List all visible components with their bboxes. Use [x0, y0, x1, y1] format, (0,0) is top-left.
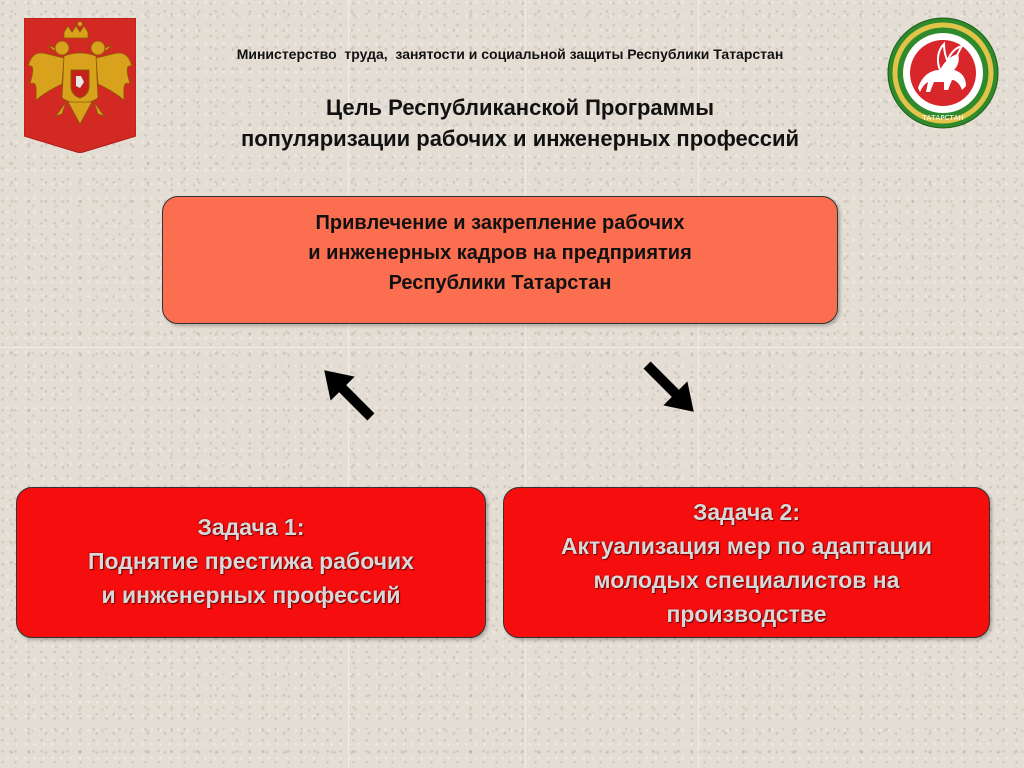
task-line: Поднятие престижа рабочих [88, 548, 414, 574]
grid-line [698, 0, 699, 768]
task-line: Актуализация мер по адаптации [560, 533, 933, 559]
ministry-name: Министерство труда, занятости и социальн… [236, 46, 784, 62]
task-heading: Задача 1: [197, 514, 305, 540]
title-line: Цель Республиканской Программы [326, 95, 714, 120]
arrow-down-right-icon [643, 361, 694, 412]
goal-line: Республики Татарстан [388, 272, 612, 294]
page-title: Цель Республиканской Программы популяриз… [150, 92, 890, 154]
russia-coat-of-arms-icon [24, 18, 136, 153]
task-line: молодых специалистов на [593, 567, 900, 593]
emblem-caption: ТАТАРСТАН [921, 114, 964, 122]
task-line: производстве [666, 601, 827, 627]
task-heading: Задача 2: [692, 499, 800, 525]
goal-line: и инженерных кадров на предприятия [308, 242, 692, 264]
title-line: популяризации рабочих и инженерных профе… [240, 126, 800, 151]
arrow-down-left-icon [324, 370, 375, 421]
grid-line [525, 0, 526, 768]
tatarstan-coat-of-arms-icon: ТАТАРСТАН [887, 17, 999, 129]
task-line: и инженерных профессий [101, 582, 401, 608]
task-1-box: Задача 1: Поднятие престижа рабочих и ин… [16, 487, 486, 638]
task-2-box: Задача 2: Актуализация мер по адаптации … [503, 487, 990, 638]
goal-box: Привлечение и закрепление рабочих и инже… [162, 196, 838, 324]
grid-line [0, 347, 1024, 348]
goal-line: Привлечение и закрепление рабочих [315, 212, 685, 234]
grid-line [348, 0, 349, 768]
